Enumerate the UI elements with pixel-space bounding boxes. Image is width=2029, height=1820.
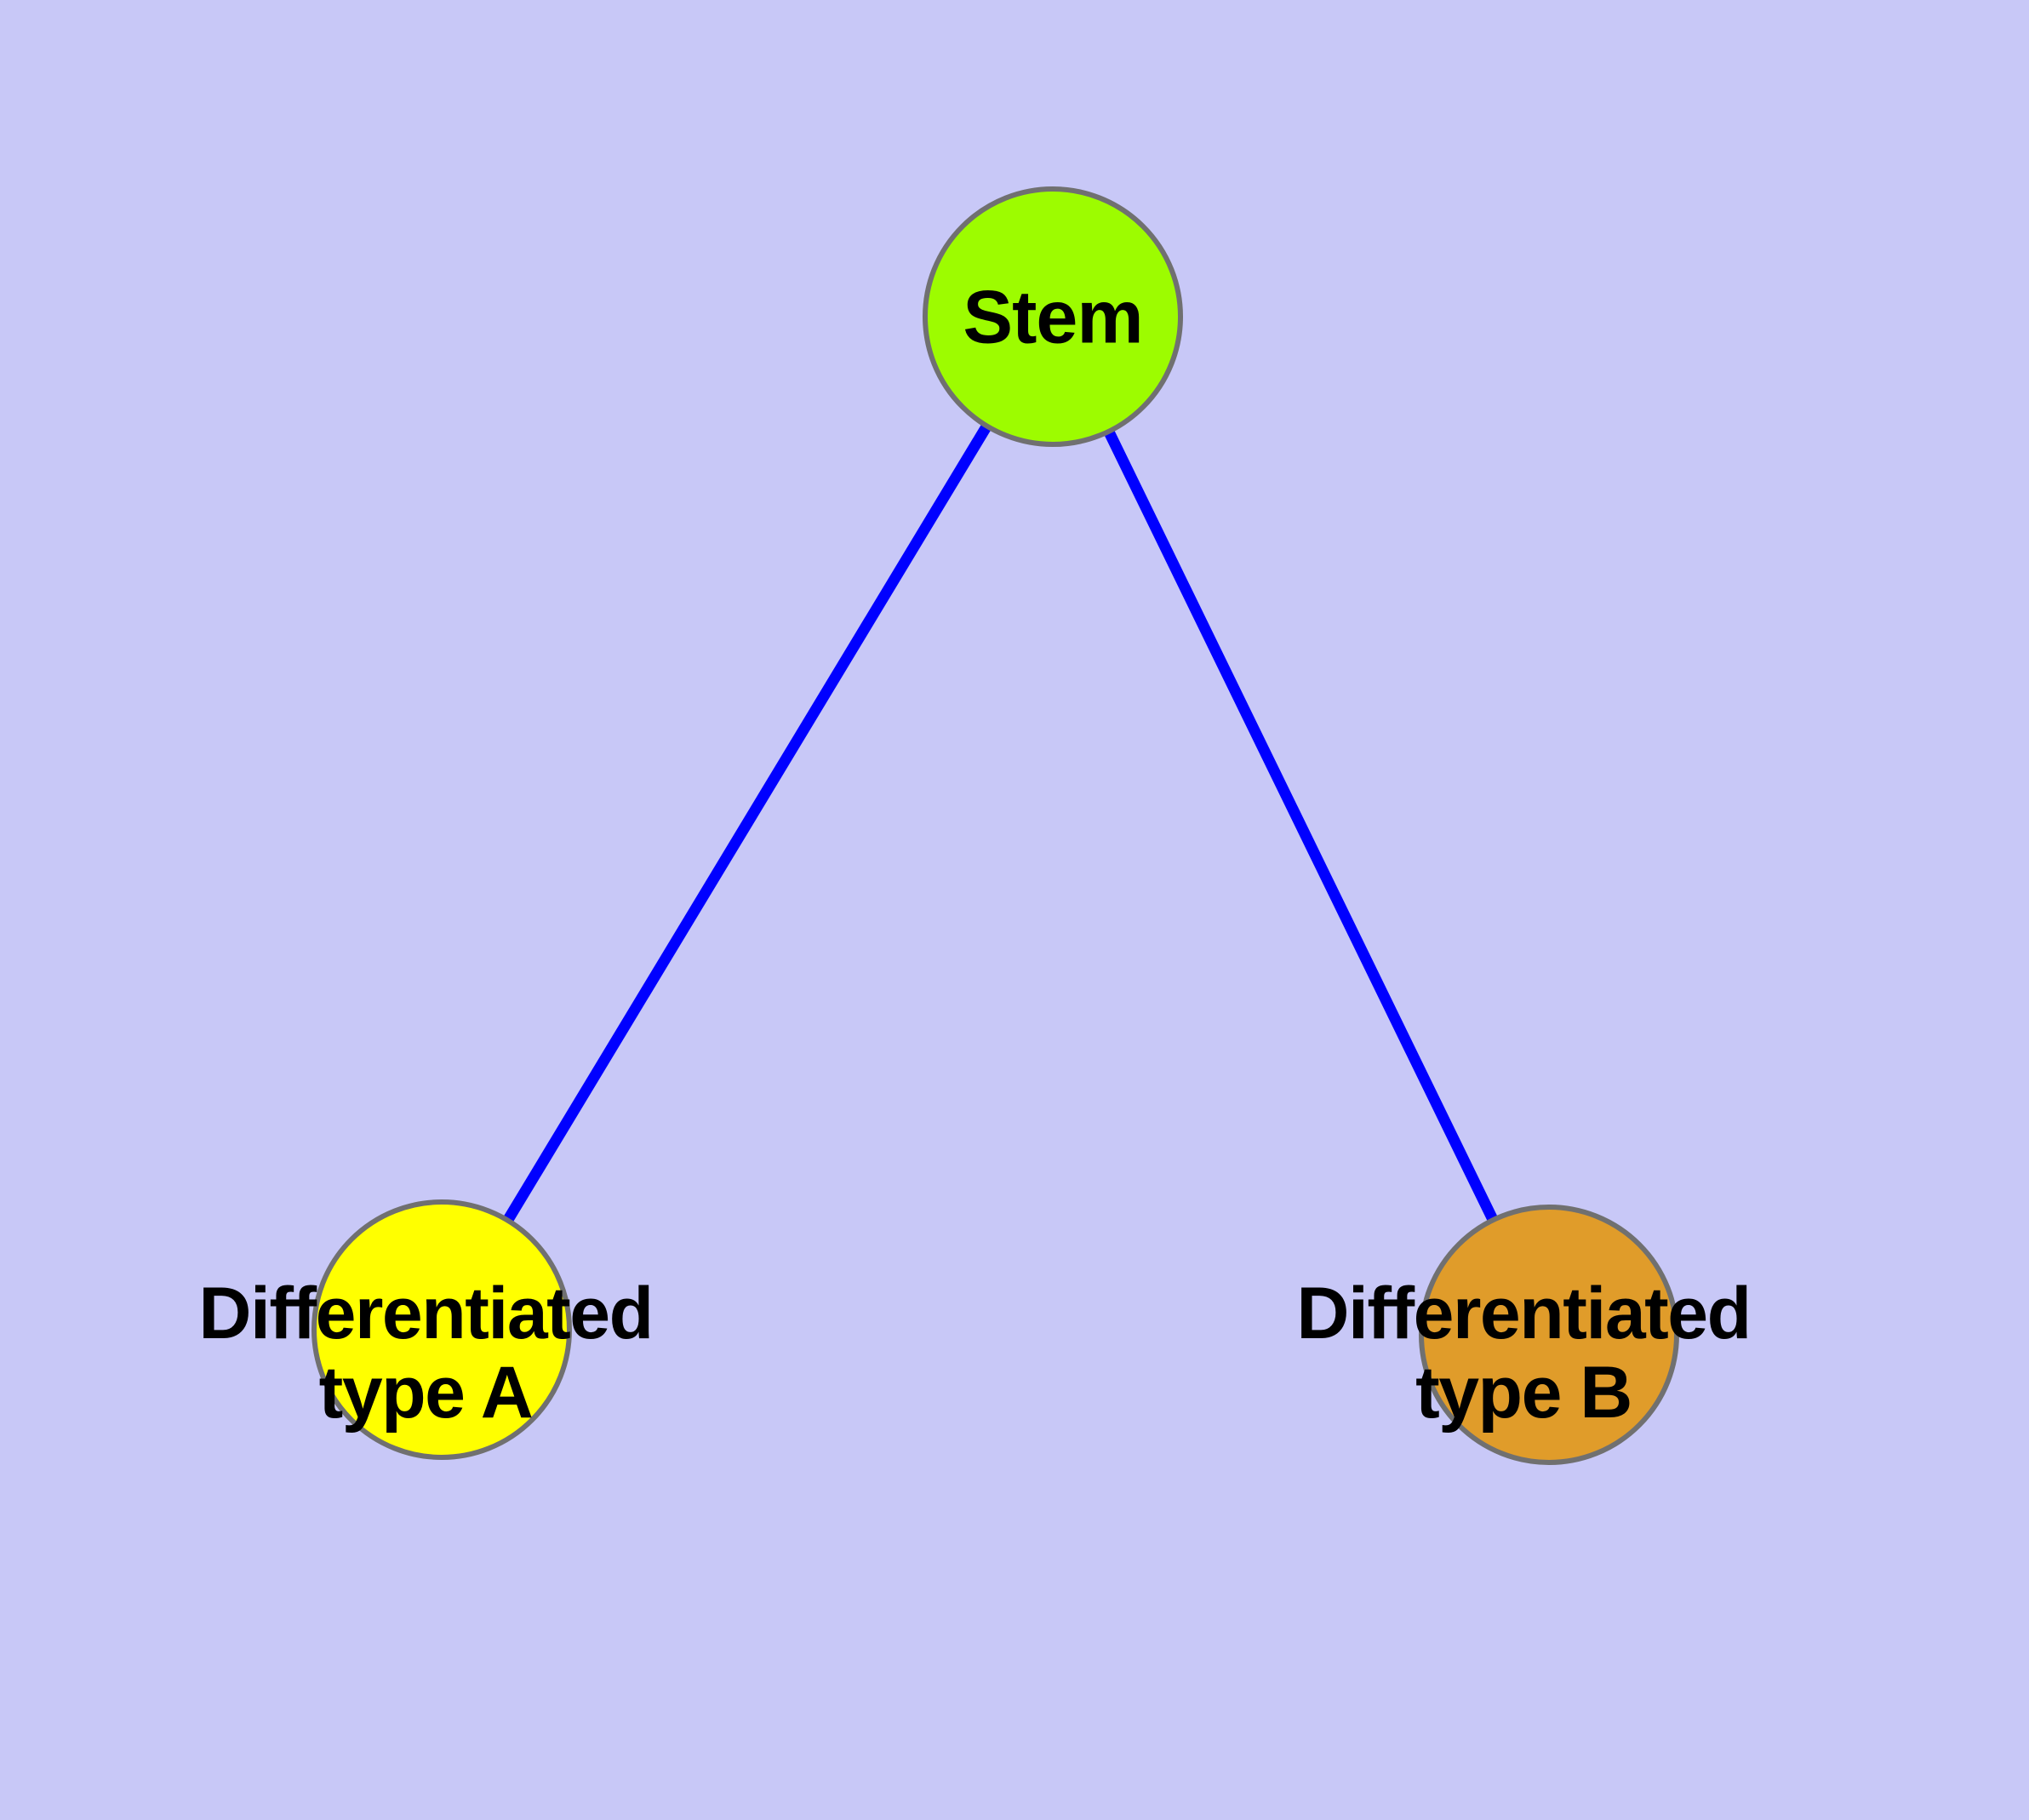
edge-stem-diff-a[interactable] (501, 421, 993, 1225)
edge-stem-diff-b[interactable] (1103, 427, 1499, 1224)
edges-layer (501, 421, 1499, 1225)
node-diff-b[interactable] (1419, 1205, 1679, 1465)
node-diff-a[interactable] (311, 1199, 572, 1460)
nodes-layer (311, 186, 1679, 1465)
node-stem[interactable] (923, 186, 1183, 447)
